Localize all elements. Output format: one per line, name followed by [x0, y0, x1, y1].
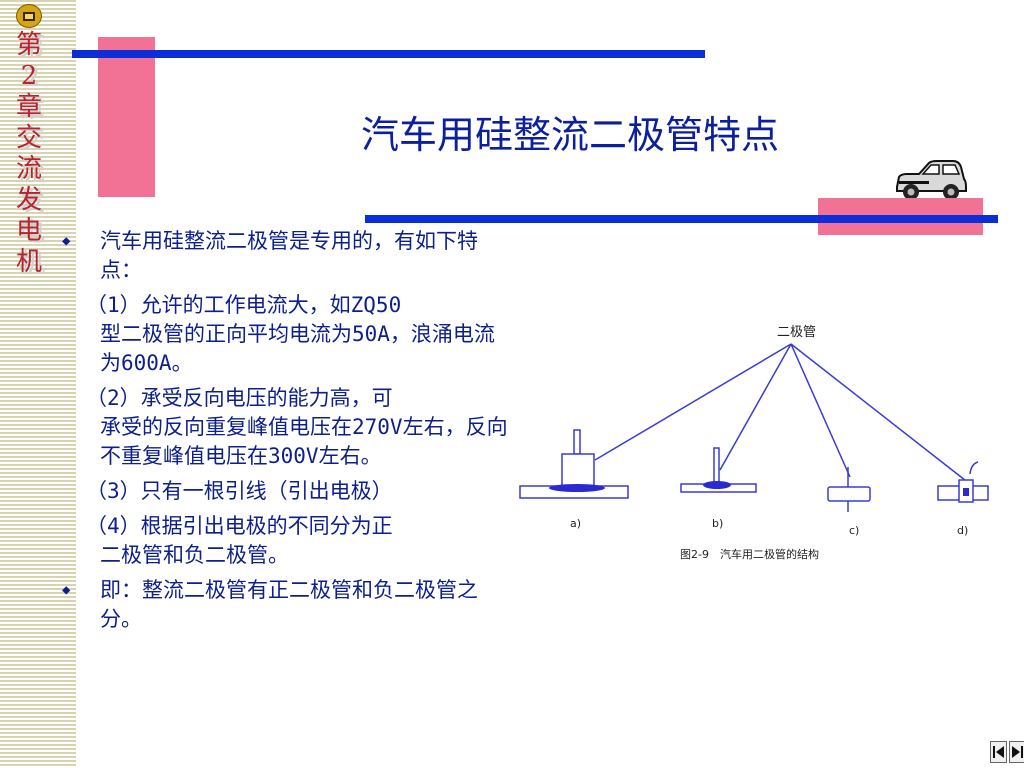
sub-item-rest: 二极管和负二极管。: [100, 543, 289, 567]
sub-item-first: （4）根据引出电极的不同分为正: [86, 514, 393, 538]
label-b: b): [712, 517, 723, 530]
sub-item-first: （1）允许的工作电流大，如ZQ50: [86, 293, 402, 317]
diode-c: [827, 467, 871, 512]
figure-top-label: 二极管: [777, 325, 816, 340]
logo-icon: [16, 4, 42, 28]
label-d: d): [957, 524, 968, 537]
first-slide-icon: [993, 746, 1004, 758]
car-icon: [896, 160, 967, 200]
leader-lines: [594, 343, 971, 485]
sub-item-first: （2）承受反向电压的能力高，可: [86, 386, 393, 410]
sub-item: （2）承受反向电压的能力高，可 承受的反向重复峰值电压在270V左右，反向不重复…: [86, 384, 512, 471]
sub-item-rest: 承受的反向重复峰值电压在270V左右，反向不重复峰值电压在300V左右。: [100, 415, 508, 468]
bullet-text: 汽车用硅整流二极管是专用的，有如下特点：: [100, 229, 478, 282]
sub-item: （3）只有一根引线（引出电极）: [86, 477, 512, 506]
slide-title: 汽车用硅整流二极管特点: [360, 113, 779, 157]
last-slide-icon: [1012, 746, 1023, 758]
slide-body: ◆ 汽车用硅整流二极管是专用的，有如下特点： （1）允许的工作电流大，如ZQ50…: [62, 227, 512, 640]
diode-d: [937, 461, 989, 503]
bullet-text: 即：整流二极管有正二极管和负二极管之分。: [100, 578, 478, 631]
bullet-item: ◆ 即：整流二极管有正二极管和负二极管之分。: [62, 576, 512, 634]
first-slide-button[interactable]: [990, 741, 1007, 763]
sub-item-first: （3）只有一根引线（引出电极）: [86, 479, 393, 503]
blue-top-rule: [72, 50, 705, 58]
sub-item: （1）允许的工作电流大，如ZQ50 型二极管的正向平均电流为50A，浪涌电流为6…: [86, 291, 512, 378]
diode-b: [680, 447, 757, 493]
last-slide-button[interactable]: [1009, 741, 1024, 763]
sub-item: （4）根据引出电极的不同分为正 二极管和负二极管。: [86, 512, 512, 570]
chapter-label: 第2章 交流发电机: [15, 30, 42, 277]
blue-bottom-rule: [365, 215, 998, 223]
diamond-bullet-icon: ◆: [62, 233, 71, 249]
label-c: c): [849, 524, 859, 537]
diode-a: [519, 429, 629, 499]
pink-vertical-bar: [98, 37, 155, 197]
bullet-item: ◆ 汽车用硅整流二极管是专用的，有如下特点：: [62, 227, 512, 285]
slide-nav: [990, 741, 1024, 763]
sub-item-rest: 型二极管的正向平均电流为50A，浪涌电流为600A。: [100, 322, 495, 375]
left-striped-strip: [0, 0, 76, 768]
figure-caption: 图2-9 汽车用二极管的结构: [680, 547, 819, 561]
diode-structure-figure: 二极管 a) b) c) d) 图2-9 汽车用二极管的结构: [519, 325, 989, 561]
diamond-bullet-icon: ◆: [62, 582, 71, 598]
label-a: a): [570, 517, 581, 530]
